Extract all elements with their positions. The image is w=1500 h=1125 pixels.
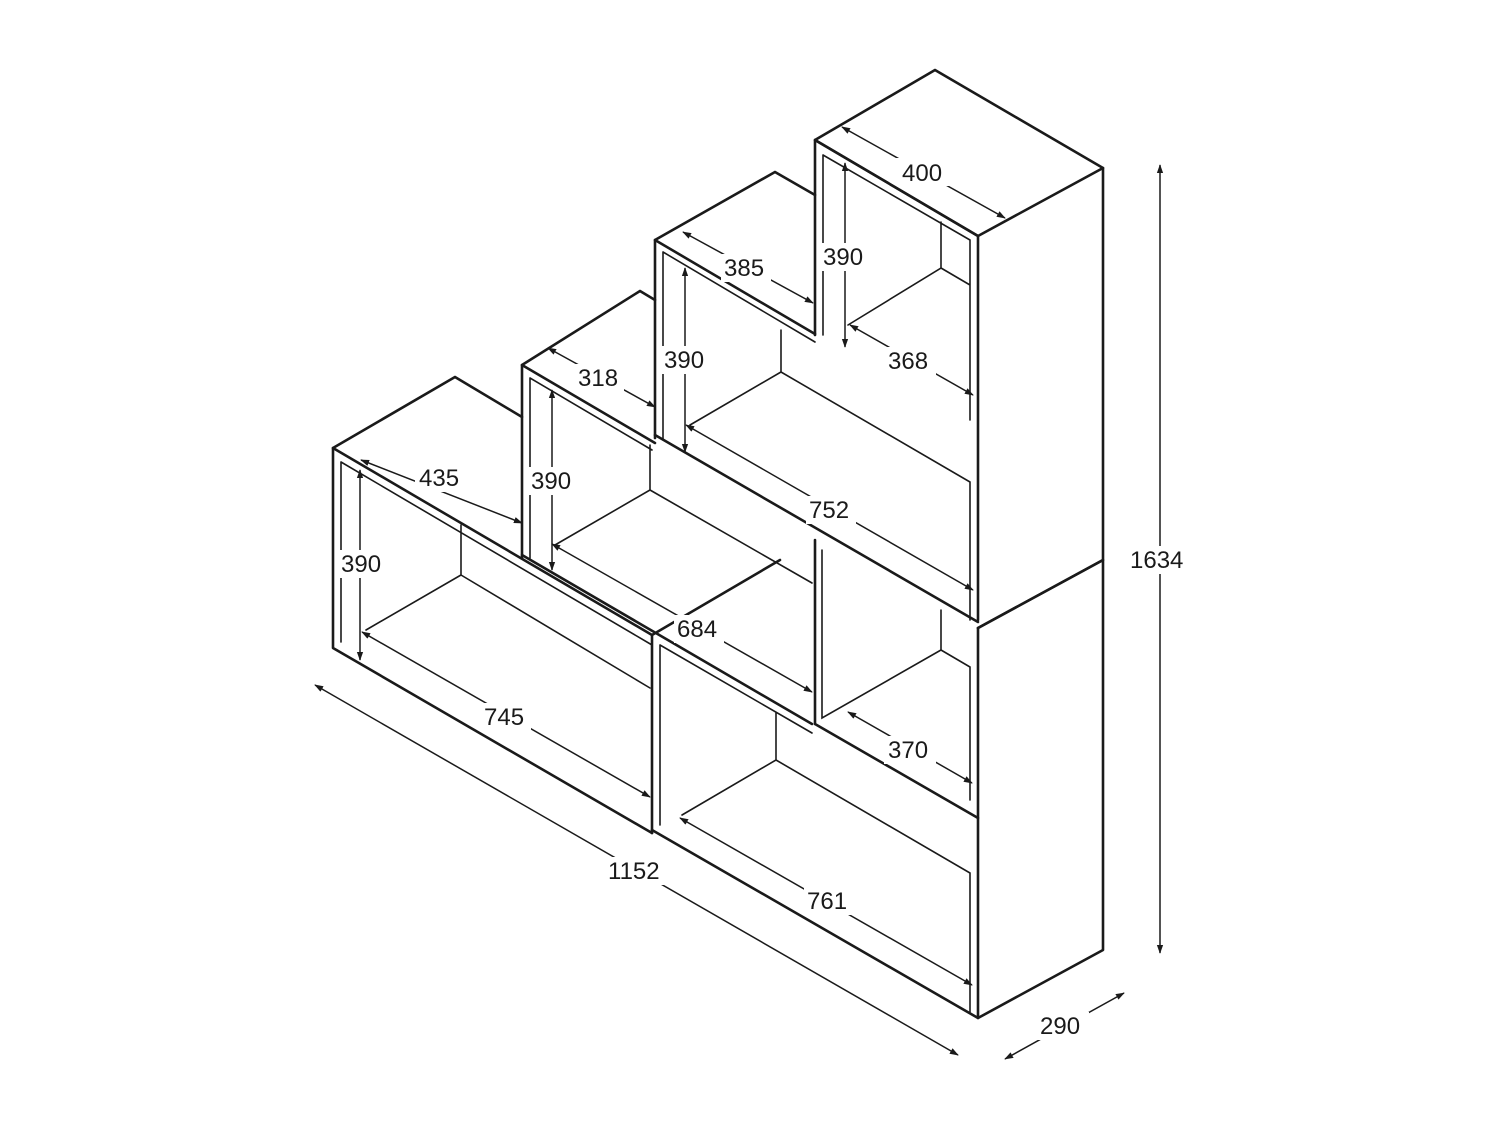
step1-top-face bbox=[331, 375, 654, 637]
label-390-step2: 390 bbox=[531, 468, 571, 495]
label-390-top: 390 bbox=[823, 244, 863, 271]
label-390-step1: 390 bbox=[341, 551, 381, 578]
step3-top-face bbox=[653, 170, 817, 336]
dimension-labels: 400 390 368 385 390 318 390 435 390 752 … bbox=[338, 158, 1191, 1040]
label-1634: 1634 bbox=[1130, 547, 1183, 574]
label-684: 684 bbox=[677, 616, 717, 643]
label-745: 745 bbox=[484, 704, 524, 731]
top-cube-front-face bbox=[813, 138, 980, 622]
label-435: 435 bbox=[419, 465, 459, 492]
label-752: 752 bbox=[809, 497, 849, 524]
label-370: 370 bbox=[888, 737, 928, 764]
label-318: 318 bbox=[578, 365, 618, 392]
label-761: 761 bbox=[807, 888, 847, 915]
label-390-step3: 390 bbox=[664, 347, 704, 374]
label-368: 368 bbox=[888, 348, 928, 375]
step1-front-edges bbox=[331, 446, 654, 835]
mid-divider bbox=[976, 558, 1105, 630]
label-290: 290 bbox=[1040, 1013, 1080, 1040]
label-400: 400 bbox=[902, 160, 942, 187]
top-cube-top-face bbox=[813, 68, 1105, 238]
label-385: 385 bbox=[724, 255, 764, 282]
label-1152: 1152 bbox=[608, 858, 660, 885]
shelf-structure bbox=[331, 68, 1105, 1020]
middle-long-board bbox=[520, 433, 980, 835]
